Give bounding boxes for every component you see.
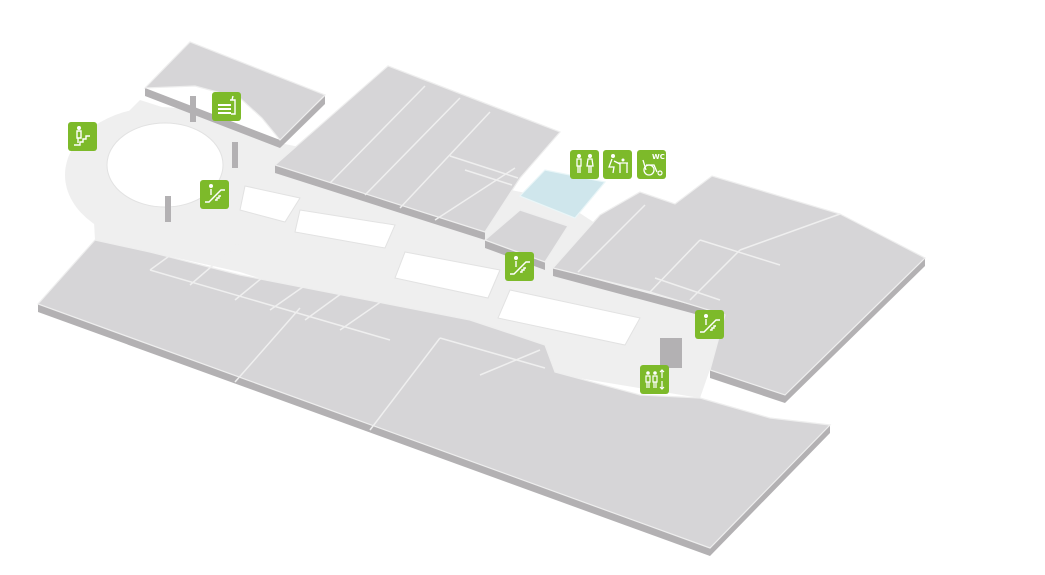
- store-block[interactable]: [36, 229, 832, 556]
- atrium-void: [497, 289, 641, 346]
- elevator-icon[interactable]: [640, 365, 669, 394]
- atrium-void: [394, 251, 501, 299]
- pillars: [165, 96, 682, 368]
- escalator-icon[interactable]: [505, 252, 534, 281]
- corridor-floor: [65, 100, 730, 398]
- baby-changing-icon[interactable]: [603, 150, 632, 179]
- stairs-icon[interactable]: [68, 122, 97, 151]
- restroom-area[interactable]: [518, 169, 607, 219]
- wheelchair-wc-icon[interactable]: WC: [637, 150, 666, 179]
- elevator-shaft: [660, 338, 682, 368]
- store-block[interactable]: [551, 175, 927, 403]
- atrium-void: [294, 209, 396, 249]
- atrium-void: [239, 185, 301, 223]
- food-icon[interactable]: [212, 92, 241, 121]
- escalator-icon[interactable]: [695, 310, 724, 339]
- escalator-icon[interactable]: [200, 180, 229, 209]
- restroom-icon[interactable]: [570, 150, 599, 179]
- wc-label: WC: [652, 153, 665, 161]
